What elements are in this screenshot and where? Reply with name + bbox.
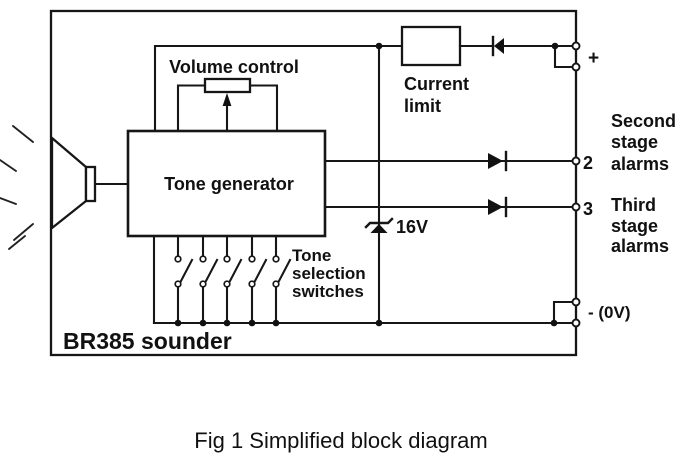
terminal-circle-plus2 <box>571 62 581 72</box>
junction-dot <box>199 319 207 327</box>
volume-control-circuit <box>176 77 279 133</box>
switch-contact <box>248 280 256 288</box>
current-limit-label-line2: limit <box>404 96 441 116</box>
switch-blade <box>204 258 219 283</box>
plus-terminal-label: + <box>588 48 599 69</box>
sound-ray-icon <box>12 125 34 143</box>
diode-triangle <box>494 38 504 54</box>
switch-contact <box>272 255 280 263</box>
figure-caption: Fig 1 Simplified block diagram <box>194 428 487 453</box>
terminal-circle-2 <box>571 156 581 166</box>
junction-dot <box>551 42 559 50</box>
switch-blade <box>228 258 243 283</box>
switch-icon <box>174 234 194 325</box>
junction-dot <box>174 319 182 327</box>
diode-icon <box>488 150 508 172</box>
zener-voltage-label: 16V <box>396 217 428 237</box>
second-stage-label-line1: Second <box>611 111 676 131</box>
terminal2-label: 2 <box>583 153 593 173</box>
tone-generator-box <box>126 129 327 238</box>
switch-contact <box>199 255 207 263</box>
switch-contact <box>174 255 182 263</box>
current-limit-box <box>400 25 462 67</box>
diode-triangle <box>488 199 503 215</box>
tone-selection-label-line2: selection <box>292 264 366 283</box>
sound-ray-icon <box>13 223 34 241</box>
switch-contact <box>248 255 256 263</box>
speaker-driver <box>84 165 97 203</box>
junction-dot <box>375 319 383 327</box>
diode-triangle <box>488 153 503 169</box>
switch-blade <box>253 258 268 283</box>
wiper-arrow-icon <box>222 93 232 106</box>
speaker-icon <box>0 125 130 250</box>
second-stage-label-line2: stage <box>611 132 658 152</box>
sound-ray-icon <box>0 159 17 172</box>
third-stage-label-line2: stage <box>611 216 658 236</box>
diode-icon <box>491 35 504 57</box>
terminal-circle-plus <box>571 41 581 51</box>
pot-left-wire <box>176 84 207 133</box>
switch-icon <box>199 234 219 325</box>
switch-contact <box>223 280 231 288</box>
switch-icon <box>272 234 292 325</box>
junction-dot <box>223 319 231 327</box>
switch-icon <box>223 234 243 325</box>
junction-dot <box>550 319 558 327</box>
third-stage-label-line1: Third <box>611 195 656 215</box>
terminal-circle-minus2 <box>571 297 581 307</box>
tone-switch-bank <box>174 234 292 325</box>
zener-cathode-bar <box>364 217 394 229</box>
plus-terminal-bracket <box>553 44 578 69</box>
sound-ray-icon <box>0 197 17 205</box>
sound-ray-icon <box>8 235 26 250</box>
switch-contact <box>174 280 182 288</box>
switch-blade <box>179 258 194 283</box>
minus-terminal-label: - (0V) <box>588 303 631 322</box>
switch-contact <box>199 280 207 288</box>
junction-dot <box>248 319 256 327</box>
switch-contact <box>272 280 280 288</box>
diode-icon <box>488 196 508 218</box>
minus-terminal-bracket <box>552 300 578 325</box>
zener-triangle <box>370 224 388 233</box>
switch-contact <box>223 255 231 263</box>
tone-generator-label: Tone generator <box>164 174 294 194</box>
switch-icon <box>248 234 268 325</box>
current-limit-label-line1: Current <box>404 74 469 94</box>
second-stage-label-line3: alarms <box>611 154 669 174</box>
junction-dot <box>272 319 280 327</box>
third-stage-label-line3: alarms <box>611 236 669 256</box>
junction-dot <box>375 42 383 50</box>
zener-diode-icon <box>364 217 394 233</box>
terminal3-label: 3 <box>583 199 593 219</box>
volume-control-label: Volume control <box>169 57 299 77</box>
potentiometer-icon <box>203 77 252 94</box>
tone-selection-label-line1: Tone <box>292 246 331 265</box>
pot-right-wire <box>248 84 279 133</box>
tone-selection-label-line3: switches <box>292 282 364 301</box>
switch-blade <box>277 258 292 283</box>
supply-wire <box>153 44 404 133</box>
device-name-label: BR385 sounder <box>63 328 232 354</box>
terminal-circle-minus <box>571 318 581 328</box>
terminal-circle-3 <box>571 202 581 212</box>
